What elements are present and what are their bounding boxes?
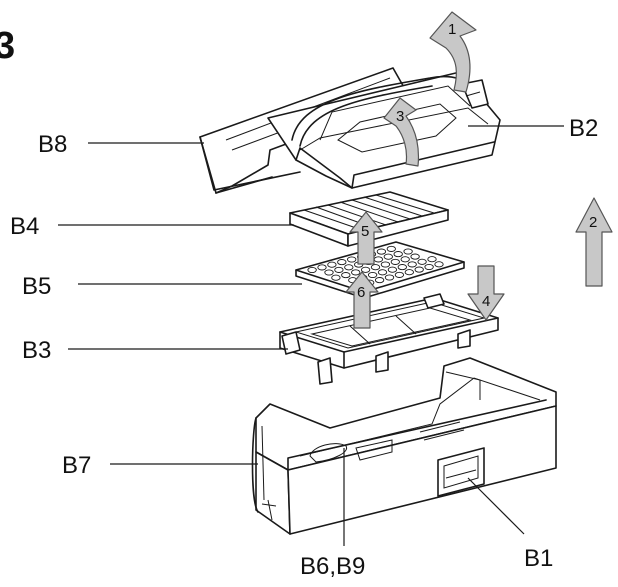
step-arrow-4: 4 xyxy=(467,265,505,321)
part-b7-b1-bin xyxy=(251,357,557,535)
mesh-cell xyxy=(400,256,410,263)
label-b3: B3 xyxy=(22,337,51,364)
label-b7: B7 xyxy=(62,452,91,479)
step-3-label: 3 xyxy=(396,108,404,125)
mesh-cell xyxy=(317,264,327,271)
leader-b1 xyxy=(467,477,525,535)
step-arrow-5: 5 xyxy=(349,211,383,265)
mesh-cell xyxy=(386,245,396,252)
mesh-cell xyxy=(393,251,403,258)
step-1-label: 1 xyxy=(448,21,456,38)
step-6-label: 6 xyxy=(357,284,365,301)
step-arrow-2: 2 xyxy=(575,197,613,287)
mesh-cell xyxy=(377,269,388,276)
mesh-cell xyxy=(344,264,354,271)
label-b1: B1 xyxy=(524,545,553,572)
mesh-cell xyxy=(397,264,407,271)
mesh-cell xyxy=(341,272,351,279)
step-4-label: 4 xyxy=(482,293,490,310)
mesh-cell xyxy=(390,258,400,265)
mesh-cell xyxy=(427,256,437,263)
step-arrow-3: 3 xyxy=(383,97,420,167)
part-b5-mesh-filter xyxy=(295,241,465,299)
label-b4: B4 xyxy=(10,213,39,240)
mesh-cell xyxy=(407,261,417,268)
mesh-cell xyxy=(414,266,424,273)
mesh-cell xyxy=(383,253,393,260)
mesh-cell xyxy=(347,256,357,263)
mesh-cell xyxy=(334,266,344,273)
mesh-cell xyxy=(417,258,427,265)
mesh-cell xyxy=(376,248,387,255)
mesh-cell xyxy=(410,253,420,260)
mesh-cell xyxy=(384,274,395,281)
mesh-cell xyxy=(424,263,434,271)
mesh-cell xyxy=(394,271,405,278)
step-arrow-1: 1 xyxy=(429,11,477,93)
label-b8: B8 xyxy=(38,131,67,158)
label-b2: B2 xyxy=(569,115,598,142)
mesh-cell xyxy=(337,259,347,266)
label-b5: B5 xyxy=(22,273,51,300)
mesh-cell xyxy=(370,264,381,271)
mesh-cell xyxy=(351,269,361,276)
mesh-cell xyxy=(307,266,317,274)
mesh-cell xyxy=(387,266,398,273)
mesh-cell xyxy=(403,248,413,255)
mesh-cell xyxy=(380,261,391,268)
mesh-cell xyxy=(331,274,341,281)
mesh-cell xyxy=(327,261,337,268)
step-5-label: 5 xyxy=(361,223,369,240)
mesh-cell xyxy=(374,277,385,284)
mesh-cell xyxy=(367,271,378,279)
mesh-cell xyxy=(404,269,414,276)
part-b8-b2-lid xyxy=(199,67,501,194)
mesh-cell xyxy=(324,269,334,276)
step-2-label: 2 xyxy=(589,214,597,231)
label-b6-b9: B6,B9 xyxy=(300,553,365,580)
mesh-cell xyxy=(434,261,444,268)
mesh-cell xyxy=(360,266,371,273)
mesh-cell xyxy=(373,256,384,263)
step-arrow-6: 6 xyxy=(345,271,379,329)
figure-label: 3 xyxy=(0,25,15,67)
